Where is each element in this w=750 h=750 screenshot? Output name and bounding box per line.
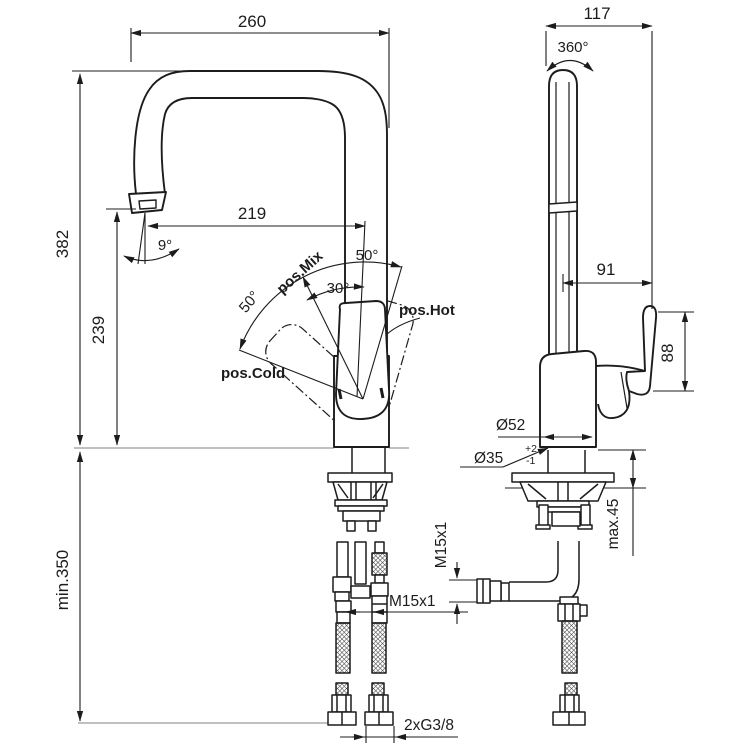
spout-angle-arc	[123, 248, 180, 264]
dim-spout-height	[106, 208, 136, 446]
side-handle-socket	[597, 390, 631, 420]
side-handle-blade	[625, 305, 658, 396]
hose-thread-m15	[371, 552, 388, 576]
angle-spout-label: 9°	[158, 237, 172, 254]
front-spout-outline	[133, 70, 388, 313]
side-body	[539, 350, 597, 448]
hole-tolerance-plus: +2	[525, 443, 537, 455]
hose-end-fitting-left	[327, 682, 357, 726]
dim-handle-reach	[562, 274, 653, 292]
front-mounting-hardware	[327, 447, 393, 532]
spout-axis-line	[137, 212, 146, 265]
dim-base-diameter-label: Ø52	[496, 417, 525, 434]
dim-hose-thread-side	[449, 562, 481, 624]
mounting-nut	[342, 510, 381, 522]
dim-hole-diameter-leader	[460, 447, 549, 468]
dim-overall-width-label: 260	[238, 12, 266, 31]
dim-spout-height-label: 239	[89, 316, 108, 344]
dim-hose-thread-front-label: M15x1	[389, 593, 436, 610]
hole-tolerance-minus: -1	[526, 455, 535, 467]
braided-hose-left	[335, 622, 351, 674]
side-mounting-flange	[511, 472, 615, 483]
mounting-flange	[327, 472, 393, 483]
dim-depth-label: 117	[583, 4, 610, 23]
side-mounting-nut	[551, 511, 581, 527]
dim-overall-width	[130, 28, 390, 128]
dim-spout-reach-label: 219	[238, 204, 266, 223]
pos-cold-label: pos.Cold	[221, 365, 285, 382]
side-mounting-bracket	[519, 481, 607, 502]
angle-mix-label: 30°	[327, 280, 350, 297]
pos-mix-label: pos.Mix	[274, 247, 327, 297]
side-hose-end-fitting	[552, 682, 586, 726]
pos-hot-label: pos.Hot	[399, 302, 455, 319]
hose-end-fitting-right	[364, 682, 394, 726]
dim-handle-reach-label: 91	[597, 260, 616, 279]
dim-handle-height-label: 88	[658, 344, 677, 363]
supply-hose-left	[332, 541, 352, 674]
side-mounting-hardware	[511, 450, 615, 530]
elbow-hose-inner	[509, 541, 580, 602]
swivel-arc-360	[546, 59, 594, 72]
angle-swivel-label: 360°	[557, 39, 588, 56]
side-view: 117 360° 91 88 Ø52 Ø35 +2 -1	[433, 4, 694, 726]
reference-lines	[74, 447, 409, 724]
dim-supply-thread	[340, 726, 458, 743]
side-pipe	[548, 69, 578, 375]
side-aerator	[548, 201, 578, 214]
pos-hot-leader	[385, 317, 421, 336]
dim-handle-height	[653, 311, 694, 392]
dim-hole-diameter-label: Ø35	[474, 450, 503, 467]
supply-hose-right	[370, 541, 389, 674]
side-hoses	[476, 541, 588, 726]
dim-deck-thickness-label: max.45	[605, 499, 622, 550]
cold-limit-line	[238, 349, 364, 400]
dim-overall-height	[72, 70, 212, 446]
dim-overall-height-label: 382	[53, 230, 72, 258]
mix-arc-30	[306, 283, 365, 301]
supply-hoses-front	[327, 541, 394, 726]
mounting-washer	[334, 499, 388, 507]
dim-supply-thread-label: 2xG3/8	[404, 717, 454, 734]
front-handle-mark-left	[337, 388, 343, 400]
dim-depth	[545, 22, 653, 309]
dim-hose-thread-side-label: M15x1	[433, 522, 450, 569]
angle-right-label: 50°	[356, 247, 379, 264]
mounting-stud	[350, 541, 371, 599]
front-aerator	[138, 199, 157, 210]
braided-hose-right	[371, 622, 387, 674]
swivel-arc-50-50	[239, 261, 402, 350]
angle-left-label: 50°	[236, 288, 264, 316]
dim-min-clearance-label: min.350	[53, 550, 72, 610]
front-handle-mark-right	[379, 387, 385, 399]
elbow-hose-outer	[509, 541, 559, 583]
side-handle	[595, 305, 658, 420]
front-view: 260 382 239 min.350 219 9° 50° 30° 50° p…	[53, 12, 468, 743]
side-braided-hose	[561, 620, 578, 674]
